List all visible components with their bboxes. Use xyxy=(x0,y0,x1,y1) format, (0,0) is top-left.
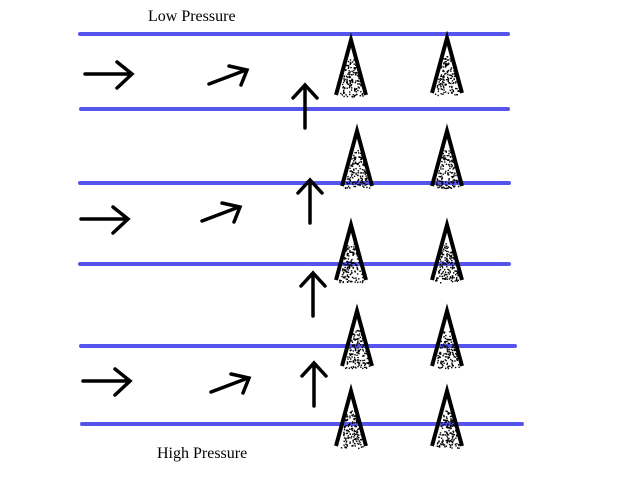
northeast-arrow-icon xyxy=(207,64,250,87)
north-arrow-icon xyxy=(291,82,319,130)
speckled-triangle-tree-icon xyxy=(430,30,464,97)
speckled-triangle-tree-icon xyxy=(430,383,464,449)
speckled-triangle-tree-icon xyxy=(430,123,464,190)
north-arrow-icon xyxy=(296,177,324,225)
speckled-triangle-tree-icon xyxy=(334,32,368,98)
north-arrow-icon xyxy=(300,360,328,408)
speckled-triangle-tree-icon xyxy=(430,217,464,284)
triangle-symbols xyxy=(334,30,464,450)
speckled-triangle-tree-icon xyxy=(334,217,368,284)
wind-arrows xyxy=(79,60,328,408)
speckled-triangle-tree-icon xyxy=(340,123,374,190)
speckled-triangle-tree-icon xyxy=(340,303,374,370)
north-arrow-icon xyxy=(299,270,327,318)
speckled-triangle-tree-icon xyxy=(334,383,368,450)
east-arrow-icon xyxy=(81,367,133,397)
east-arrow-icon xyxy=(83,60,135,90)
east-arrow-icon xyxy=(79,205,131,235)
northeast-arrow-icon xyxy=(200,201,243,224)
high-pressure-label: High Pressure xyxy=(157,445,247,462)
isobar-lines xyxy=(78,32,524,426)
speckled-triangle-tree-icon xyxy=(430,303,464,370)
northeast-arrow-icon xyxy=(209,372,252,395)
low-pressure-label: Low Pressure xyxy=(148,8,236,25)
